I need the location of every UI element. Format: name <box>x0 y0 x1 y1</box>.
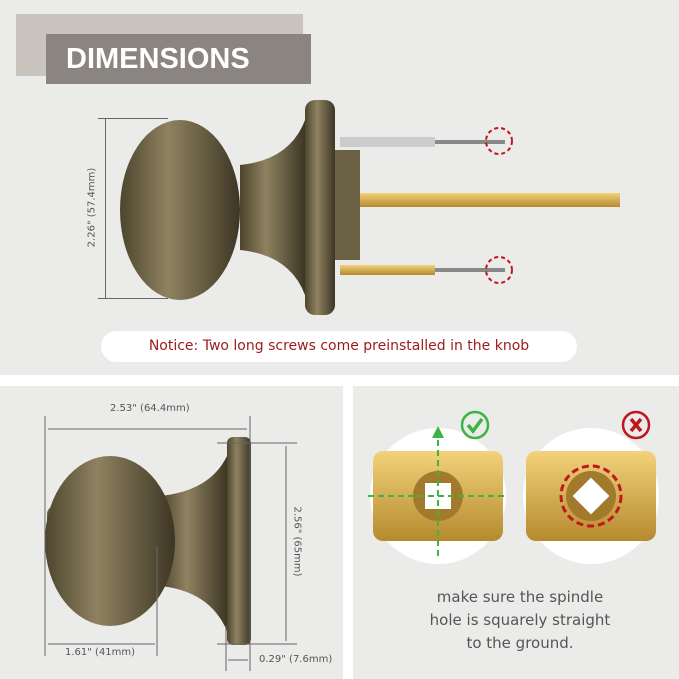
title-banner: DIMENSIONS <box>16 14 311 84</box>
page-title: DIMENSIONS <box>46 34 311 84</box>
rose-height-label: 2.56" (65mm) <box>291 506 303 577</box>
instruction-line: make sure the spindle <box>436 588 604 606</box>
dimension-line <box>105 118 106 298</box>
side-dimensions-panel: 2.53" (64.4mm) 2.56" (65mm) 1.61" (41mm)… <box>0 386 343 679</box>
check-circle-icon <box>460 410 490 440</box>
screw-highlight-icon <box>485 127 513 155</box>
knob-with-screws-image <box>120 100 620 315</box>
overall-length-label: 2.53" (64.4mm) <box>110 403 190 414</box>
instruction-line: hole is squarely straight <box>429 611 611 629</box>
x-circle-icon <box>621 410 651 440</box>
top-panel: DIMENSIONS 2.26" (57.4mm) Notice: Two lo… <box>0 0 679 375</box>
spindle-instruction: make sure the spindle hole is squarely s… <box>390 586 650 655</box>
screw-highlight-icon <box>485 256 513 284</box>
instruction-line: to the ground. <box>466 634 574 652</box>
knob-side-image <box>44 416 297 671</box>
knob-length-label: 1.61" (41mm) <box>65 647 136 658</box>
spindle-comparison-image <box>368 426 659 564</box>
dimension-line <box>98 118 168 119</box>
rose-thickness-label: 0.29" (7.6mm) <box>259 654 333 665</box>
spindle-guide-panel <box>353 386 679 679</box>
dimension-line <box>98 298 168 299</box>
notice-banner: Notice: Two long screws come preinstalle… <box>101 331 577 362</box>
